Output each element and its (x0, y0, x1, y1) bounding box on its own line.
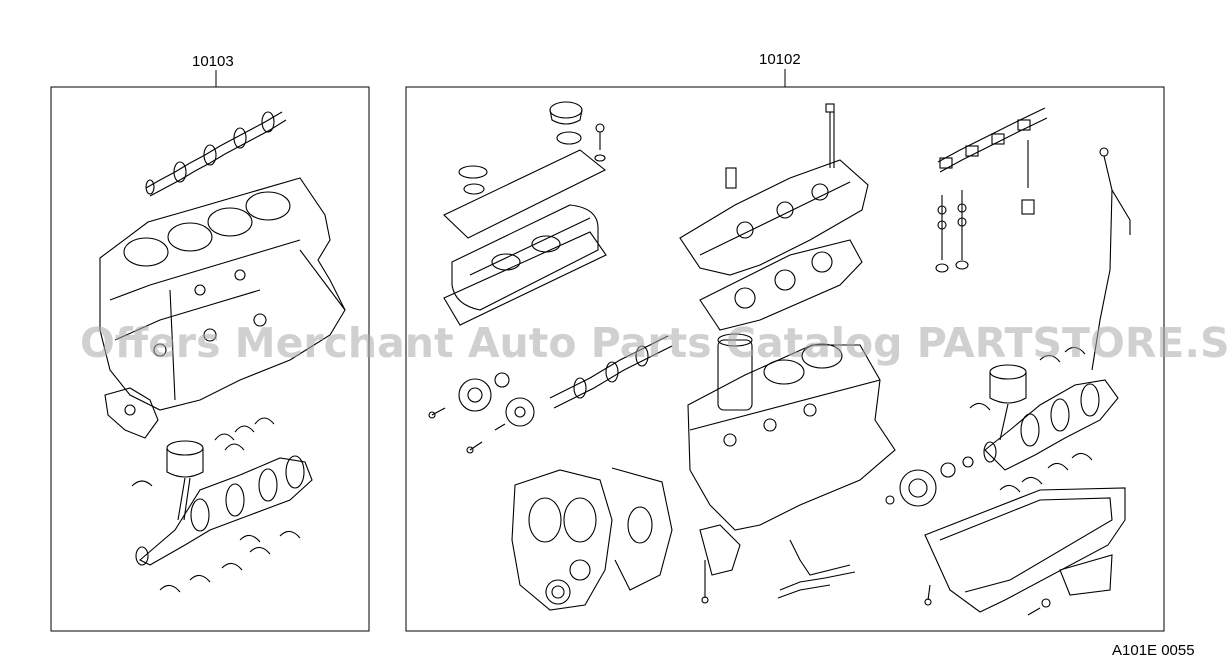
group-frame-10103 (50, 86, 370, 632)
piston-left[interactable] (166, 440, 204, 521)
figure-code: A101E 0055 (1112, 642, 1195, 659)
bearing-shells-upper-left[interactable] (214, 417, 275, 451)
cylinder-block-right[interactable] (687, 333, 896, 531)
head-gasket[interactable] (699, 239, 863, 331)
watermark-text: Offers Merchant Auto Parts Catalog PARTS… (80, 319, 1229, 367)
camshaft-left[interactable] (145, 111, 287, 197)
crankshaft-left[interactable] (135, 455, 313, 566)
head-bolt[interactable] (825, 103, 835, 168)
small-bolts-upper[interactable] (428, 407, 506, 454)
camshaft-right[interactable] (549, 335, 673, 409)
breather-cap[interactable] (458, 165, 488, 195)
rocker-cover-gasket-lower[interactable] (443, 231, 607, 326)
valves[interactable] (935, 140, 1035, 273)
cylinder-head[interactable] (679, 159, 869, 276)
bearing-shells-lower-left[interactable] (131, 480, 301, 593)
bearing-shells-right[interactable] (969, 346, 1093, 493)
oil-filler-cap[interactable] (549, 101, 606, 162)
group-frame-10102 (405, 86, 1165, 632)
oil-dipstick[interactable] (1091, 147, 1131, 371)
crankshaft-right[interactable] (983, 379, 1119, 471)
timing-cover[interactable] (511, 467, 673, 611)
water-pump-bracket[interactable] (699, 524, 741, 604)
rocker-cover[interactable] (451, 204, 599, 311)
valve-rocker-arms[interactable] (937, 107, 1048, 173)
oil-pan[interactable] (924, 487, 1126, 616)
rocker-cover-gasket[interactable] (443, 149, 607, 239)
piston-right[interactable] (989, 364, 1027, 441)
main-bearing-cap-left[interactable] (104, 387, 159, 439)
cylinder-block-left[interactable] (99, 177, 346, 411)
crank-oil-seal[interactable] (545, 559, 591, 605)
oil-pump-pickup[interactable] (777, 539, 856, 599)
cam-sprocket[interactable] (458, 372, 535, 427)
group-label-10103: 10103 (192, 53, 234, 70)
group-label-10102: 10102 (759, 51, 801, 68)
crank-pulley[interactable] (885, 456, 974, 507)
